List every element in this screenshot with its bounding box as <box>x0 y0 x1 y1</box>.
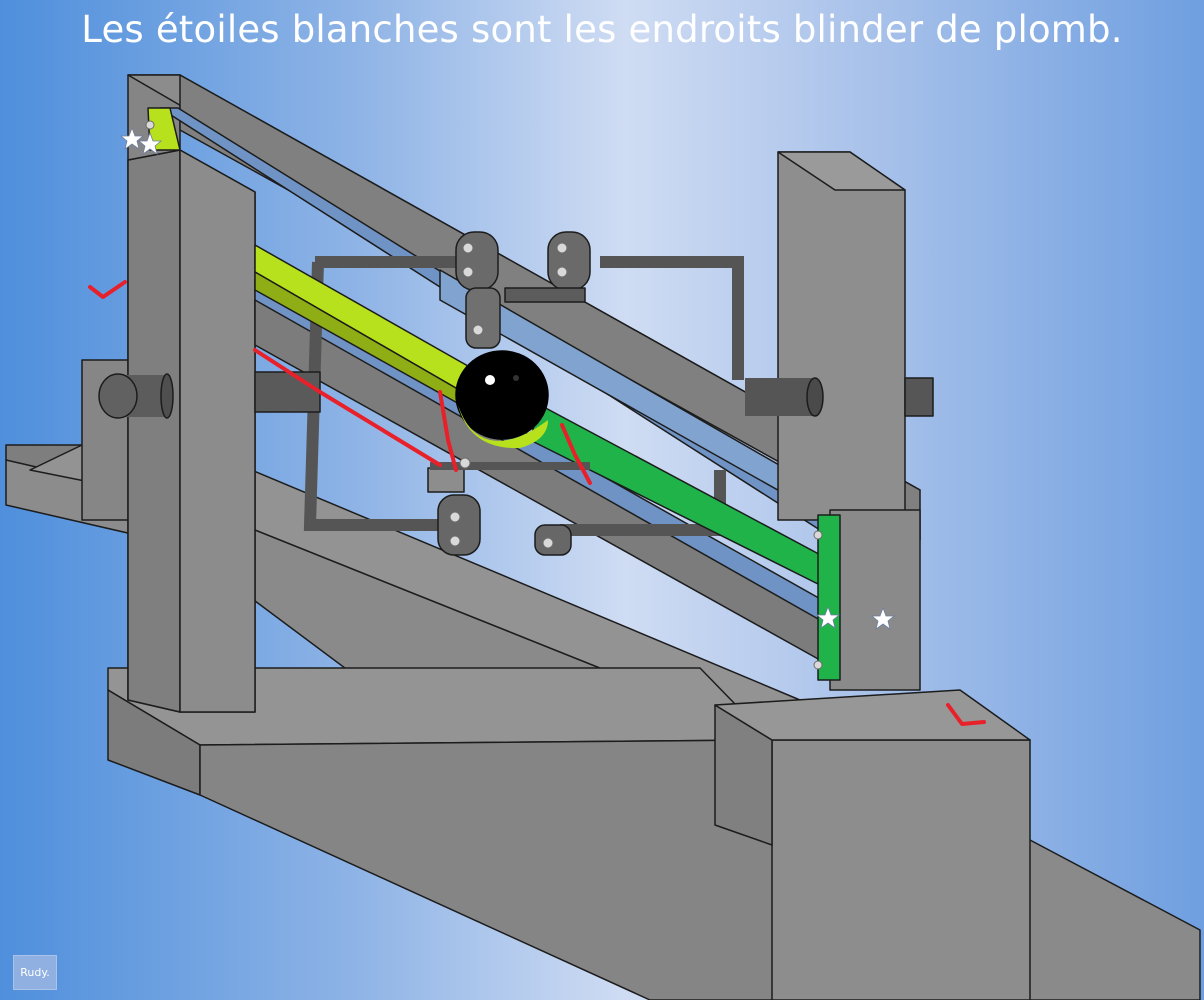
bolt-icon <box>145 120 823 670</box>
signature-badge: Rudy. <box>13 955 57 990</box>
right-cylinder <box>745 377 934 417</box>
caption-title: Les étoiles blanches sont les endroits b… <box>81 8 1123 51</box>
star-icon <box>815 605 841 629</box>
green-arm <box>529 404 841 681</box>
right-tower <box>714 151 1031 1000</box>
ball <box>455 350 549 449</box>
star-icon <box>870 606 896 630</box>
star-icon <box>119 126 145 150</box>
center-shaft <box>254 371 321 413</box>
left-cylinder <box>98 373 174 419</box>
base-slab <box>107 667 791 1000</box>
red-wires <box>88 280 986 726</box>
star-icon <box>137 131 163 155</box>
shield-stars <box>119 126 896 630</box>
